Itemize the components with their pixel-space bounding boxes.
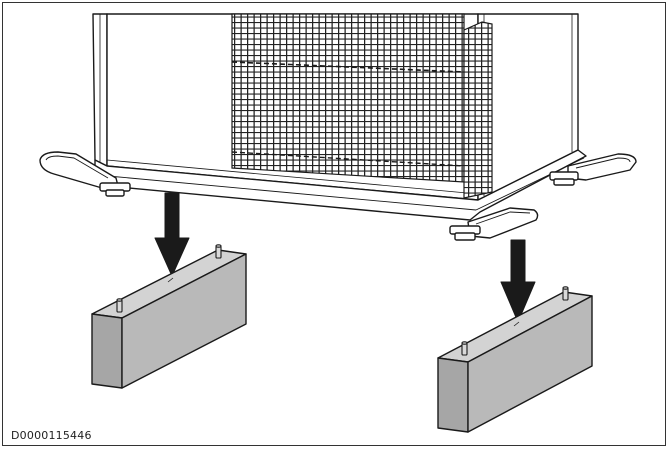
arrow-down-icon (500, 239, 536, 323)
block-peg (562, 286, 569, 301)
foot-front-right (449, 207, 539, 241)
foot-back-right (549, 153, 637, 186)
condenser-grille (231, 13, 493, 199)
foot-left (39, 151, 131, 197)
block-peg (215, 244, 222, 259)
block-peg (116, 298, 123, 313)
arrow-down-icon (154, 192, 190, 277)
block-peg (461, 341, 468, 356)
figure-frame (2, 2, 666, 446)
document-id-label: D0000115446 (11, 429, 92, 442)
support-block-right (437, 286, 593, 433)
support-block-left (91, 244, 247, 389)
